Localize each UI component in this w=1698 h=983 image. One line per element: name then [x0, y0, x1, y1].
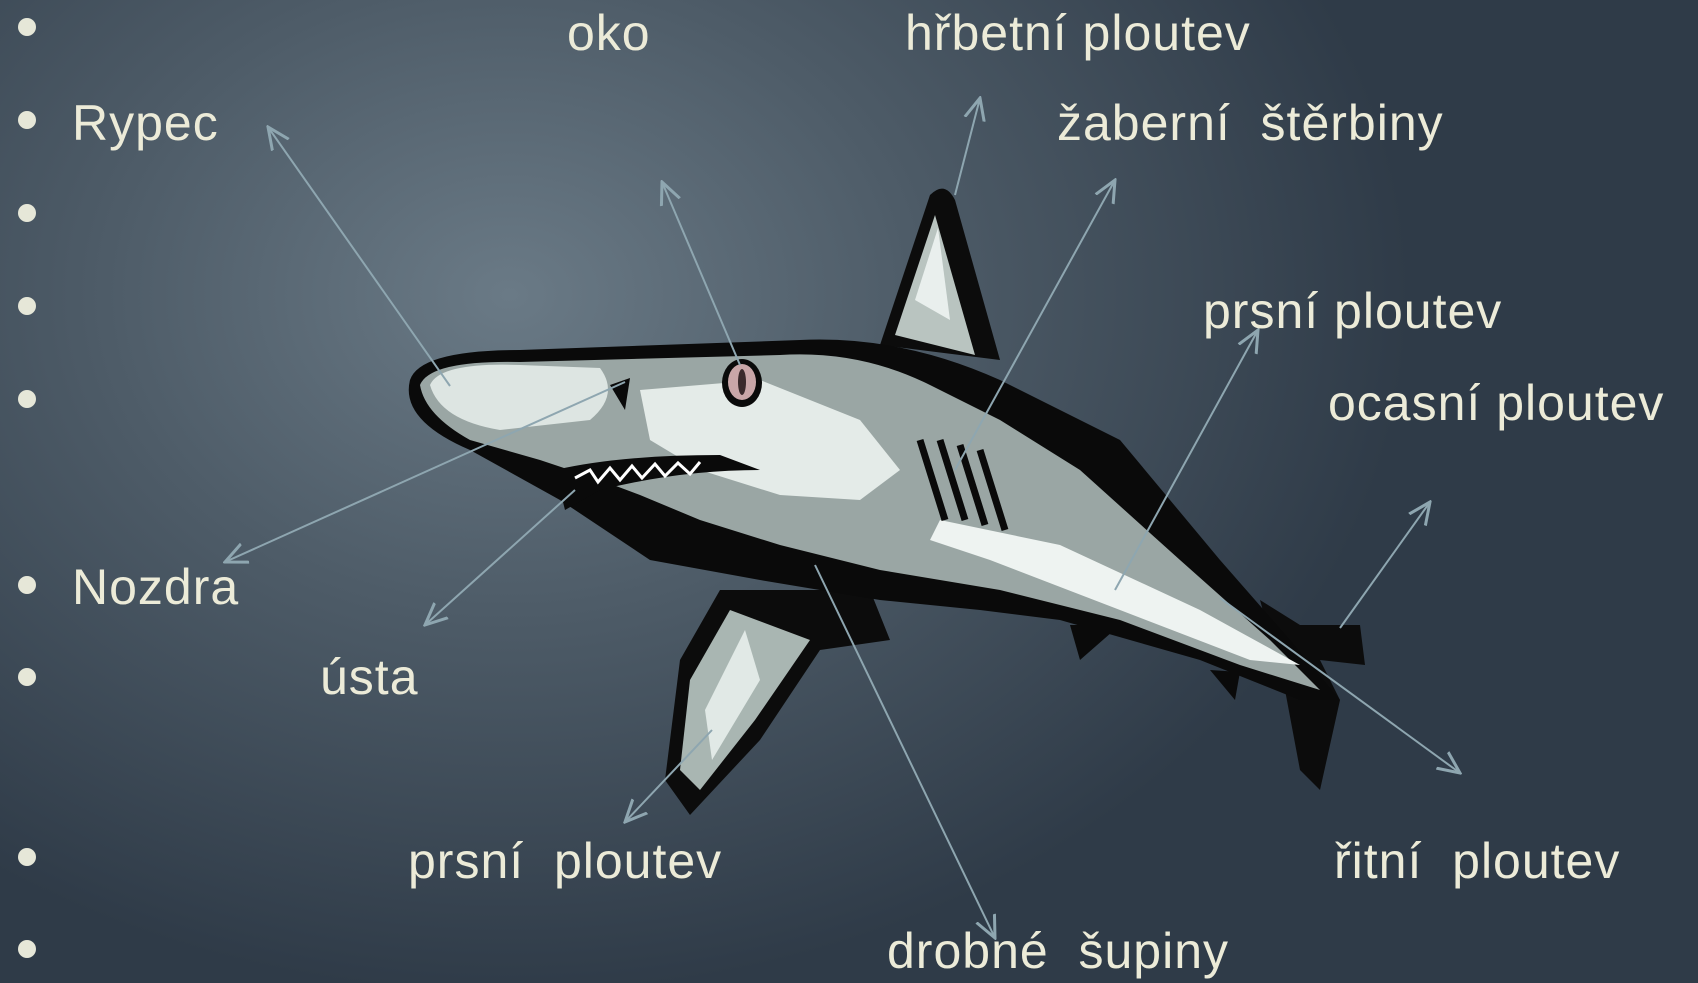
- label-usta: ústa: [320, 652, 419, 702]
- label-oko: oko: [567, 8, 651, 58]
- arrow-ocasni: [1340, 502, 1430, 628]
- label-rypec: Rypec: [72, 98, 219, 148]
- arrow-oko: [662, 182, 740, 365]
- arrow-hrbetni: [955, 98, 980, 195]
- label-ritni-ploutev: řitní ploutev: [1334, 836, 1620, 886]
- label-drobne-supiny: drobné šupiny: [887, 926, 1229, 976]
- arrow-zaberni: [955, 180, 1115, 470]
- label-nozdra: Nozdra: [72, 562, 239, 612]
- label-hrbetni-ploutev: hřbetní ploutev: [905, 8, 1251, 58]
- label-prsni-ploutev-top: prsní ploutev: [1203, 286, 1502, 336]
- arrow-prsni-top: [1115, 330, 1258, 590]
- label-zaberni-sterbiny: žaberní štěrbiny: [1057, 98, 1444, 148]
- label-ocasni-ploutev: ocasní ploutev: [1328, 378, 1664, 428]
- arrow-nozdra: [225, 382, 625, 562]
- arrow-drobne: [815, 565, 995, 938]
- arrow-prsni-bottom: [625, 730, 712, 822]
- arrow-usta: [425, 490, 575, 625]
- arrow-ritni: [1220, 598, 1460, 773]
- arrow-rypec: [268, 127, 450, 386]
- label-prsni-ploutev-bottom: prsní ploutev: [408, 836, 722, 886]
